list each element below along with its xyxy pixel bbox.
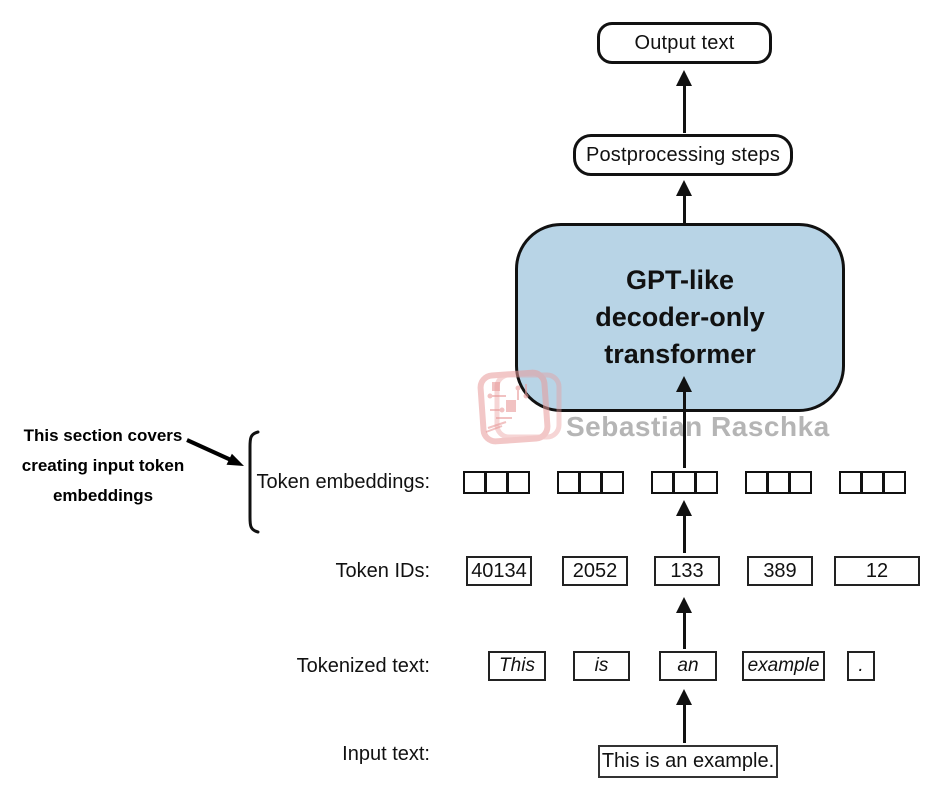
arrow-up-icon [675,689,693,743]
arrowhead-icon [676,70,692,86]
arrow-up-icon [675,500,693,553]
embedding-cell [861,471,884,494]
watermark-text: Sebastian Raschka [566,411,830,442]
output-text-box: Output text [597,22,772,64]
watermark-circuit-logo-icon [477,369,562,445]
annotation-line3: embeddings [52,486,154,505]
row-label-token-embeddings: Token embeddings: [256,471,430,493]
arrowhead-icon [676,689,692,705]
transformer-title-line2: decoder-only [595,302,765,332]
arrow-up-icon [675,376,693,468]
token-id-box: 40134 [466,556,532,586]
arrow-up-icon [675,70,693,133]
token-box: an [659,651,717,681]
output-text-label: Output text [634,31,735,54]
embedding-cell [601,471,624,494]
token-box: This [488,651,546,681]
embedding-group [557,471,624,494]
arrow-shaft [682,84,686,133]
transformer-title-line3: transformer [604,339,756,369]
input-text-box: This is an example. [598,745,778,778]
annotation-line2: creating input token [21,456,185,475]
postprocessing-box: Postprocessing steps [573,134,793,176]
arrowhead-icon [676,597,692,613]
arrow-up-icon [675,597,693,649]
embedding-group [839,471,906,494]
arrow-up-icon [675,180,693,223]
token-id-box: 2052 [562,556,628,586]
embedding-cell [673,471,696,494]
annotation-line1: This section covers [23,426,183,445]
token-box: example [742,651,825,681]
embedding-cell [485,471,508,494]
embedding-cell [651,471,674,494]
embedding-group [651,471,718,494]
embedding-cell [507,471,530,494]
embedding-cell [695,471,718,494]
arrowhead-icon [676,376,692,392]
arrow-shaft [682,390,686,468]
embedding-cell [745,471,768,494]
token-id-box: 389 [747,556,813,586]
embedding-cell [463,471,486,494]
row-label-token-ids: Token IDs: [335,560,430,582]
embedding-cell [839,471,862,494]
embedding-group [463,471,530,494]
annotation-arrow-icon [186,438,244,466]
row-label-tokenized-text: Tokenized text: [296,655,430,677]
brace-icon [248,430,260,534]
embedding-group [745,471,812,494]
arrow-shaft [682,514,686,553]
postprocessing-label: Postprocessing steps [585,143,781,166]
embedding-cell [557,471,580,494]
transformer-title-line1: GPT-like [625,265,735,295]
arrow-shaft [682,194,686,223]
token-box: is [573,651,630,681]
arrow-shaft [682,611,686,649]
embedding-cell [767,471,790,494]
token-box: . [847,651,875,681]
arrowhead-icon [676,180,692,196]
token-id-box: 12 [834,556,920,586]
row-label-input-text: Input text: [342,743,430,765]
embedding-cell [789,471,812,494]
section-annotation: This section covers creating input token… [13,421,193,511]
embedding-cell [579,471,602,494]
arrow-shaft [682,703,686,743]
token-id-box: 133 [654,556,720,586]
embedding-cell [883,471,906,494]
arrowhead-icon [676,500,692,516]
